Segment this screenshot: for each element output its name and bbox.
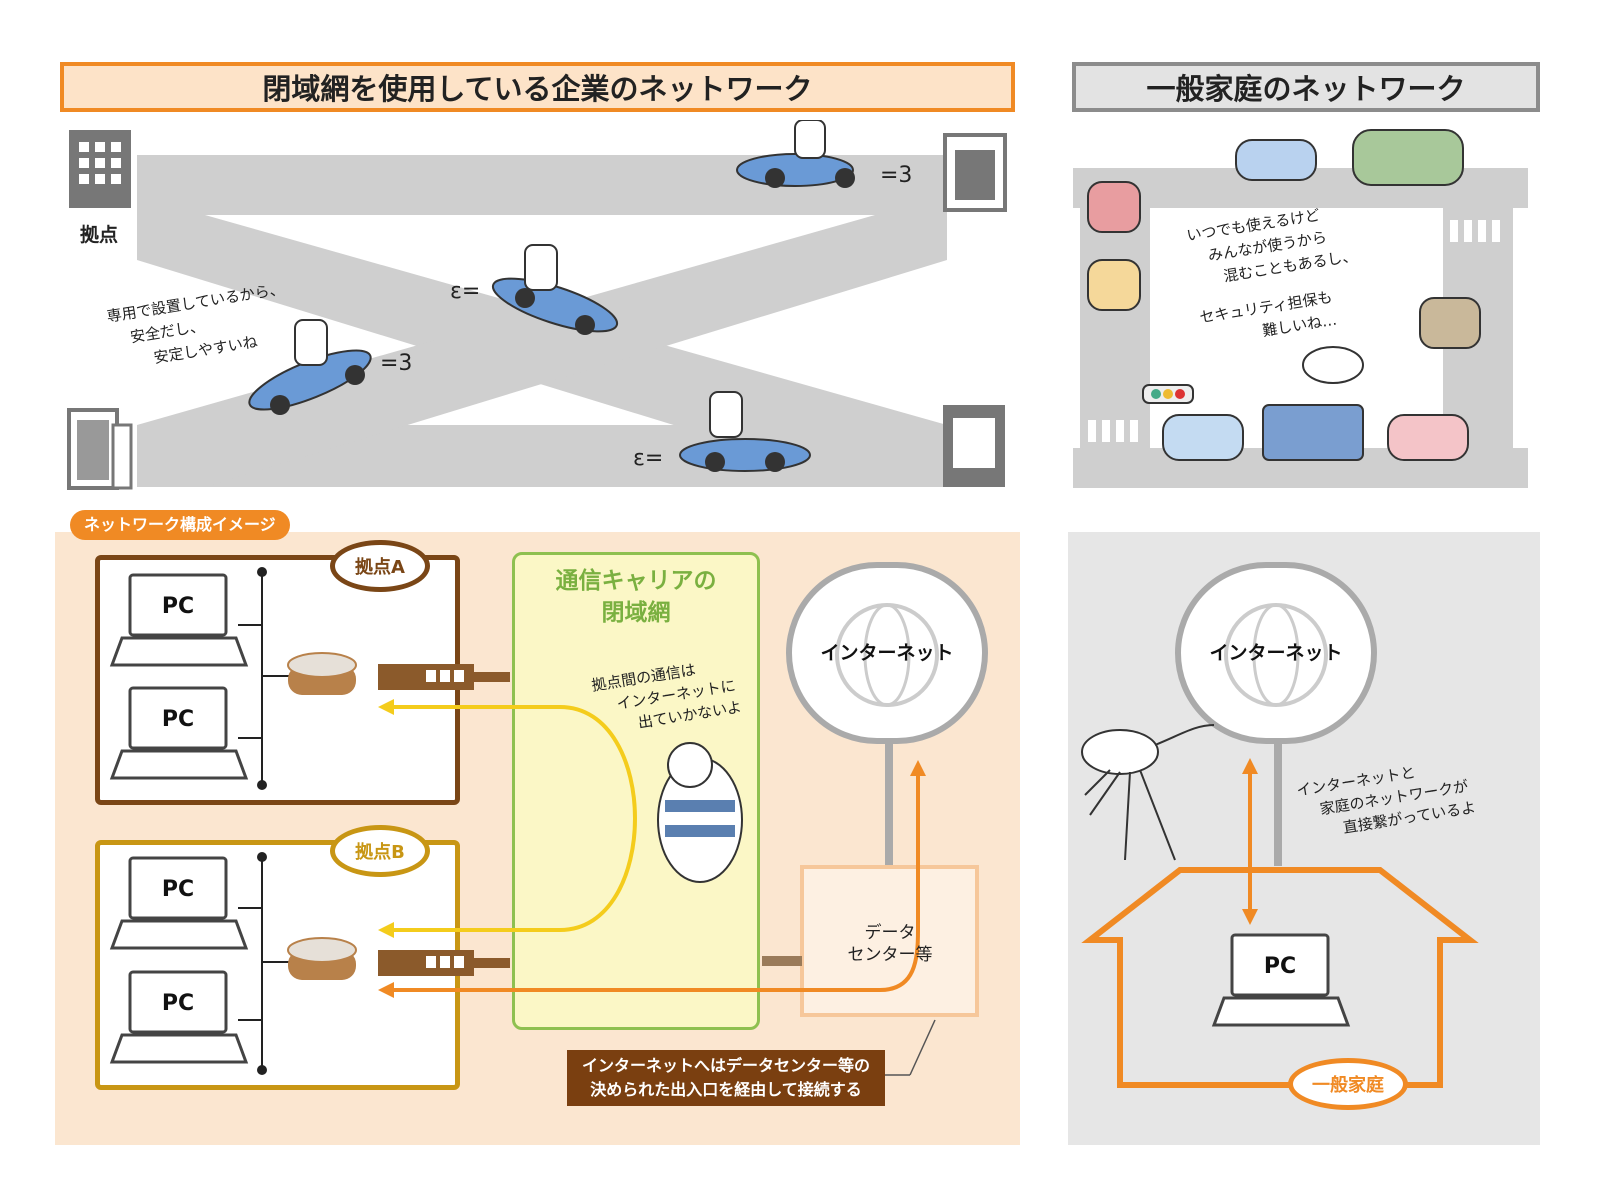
- site-label: 拠点: [80, 224, 119, 246]
- section-tag: ネットワーク構成イメージ: [70, 510, 290, 540]
- site-b-tag: 拠点B: [330, 825, 430, 877]
- carrier-title-line: 通信キャリアの: [555, 568, 717, 594]
- router-icon: [287, 652, 357, 695]
- crosswalk: [1088, 220, 1500, 442]
- pc-icon: [109, 970, 249, 1064]
- carrier-closed-network: [512, 552, 760, 1030]
- road-network: [137, 155, 947, 487]
- car-icon: [1087, 129, 1481, 461]
- pc-label: PC: [162, 594, 194, 619]
- home-title: 一般家庭のネットワーク: [1072, 62, 1540, 112]
- inter-site-route-arrow: [390, 705, 637, 932]
- internet-label: インターネット: [1209, 642, 1343, 664]
- site-a-tag: 拠点A: [330, 540, 430, 592]
- carrier-title: 通信キャリアの 閉域網: [512, 565, 760, 629]
- internet-access-route-arrow: [390, 775, 920, 992]
- cloud-icon: [1302, 346, 1364, 384]
- svg-text:ε=: ε=: [633, 446, 663, 471]
- car-icon: =3: [736, 120, 912, 188]
- internet-label: インターネット: [820, 642, 954, 664]
- notice-line: 決められた出入口を経由して接続する: [590, 1080, 862, 1099]
- pc-icon: [1211, 933, 1351, 1027]
- data-center-label: データ センター等: [830, 922, 950, 966]
- building-icon: [67, 408, 133, 490]
- home-house-outline: [1081, 867, 1479, 1088]
- data-center-line: センター等: [847, 945, 933, 965]
- home-network-roads-illustration: [1073, 129, 1528, 488]
- pc-label: PC: [162, 991, 194, 1016]
- pc-icon: [109, 856, 249, 950]
- car-icon: ε=: [633, 391, 811, 472]
- pc-label: PC: [1264, 954, 1296, 979]
- notice-box: インターネットへはデータセンター等の 決められた出入口を経由して接続する: [567, 1050, 885, 1106]
- internet-link: [885, 741, 893, 866]
- traffic-light-icon: [1142, 384, 1194, 404]
- data-center-line: データ: [864, 923, 916, 943]
- closed-network-roads-illustration: =3 ε= =3 ε=: [67, 120, 1007, 490]
- building-icon: [943, 133, 1007, 212]
- home-label: 一般家庭: [1288, 1058, 1408, 1110]
- svg-text:=3: =3: [380, 351, 412, 376]
- svg-text:ε=: ε=: [450, 279, 480, 304]
- pc-icon: [109, 686, 249, 780]
- building-icon: [69, 130, 131, 208]
- pc-label: PC: [162, 877, 194, 902]
- car-icon: =3: [248, 319, 412, 415]
- carrier-title-line: 閉域網: [601, 600, 671, 626]
- router-icon: [287, 937, 357, 980]
- building-icon: [943, 405, 1005, 487]
- bear-mascot-icon: [657, 742, 743, 883]
- notice-line: インターネットへはデータセンター等の: [581, 1056, 870, 1075]
- modem-icon: [378, 664, 510, 690]
- pc-icon: [109, 573, 249, 667]
- svg-text:=3: =3: [880, 163, 912, 188]
- cloud-monster-icon: [1081, 724, 1215, 861]
- modem-icon: [378, 950, 510, 976]
- pc-label: PC: [162, 707, 194, 732]
- car-icon: ε=: [450, 244, 619, 335]
- enterprise-title: 閉域網を使用している企業のネットワーク: [60, 62, 1015, 112]
